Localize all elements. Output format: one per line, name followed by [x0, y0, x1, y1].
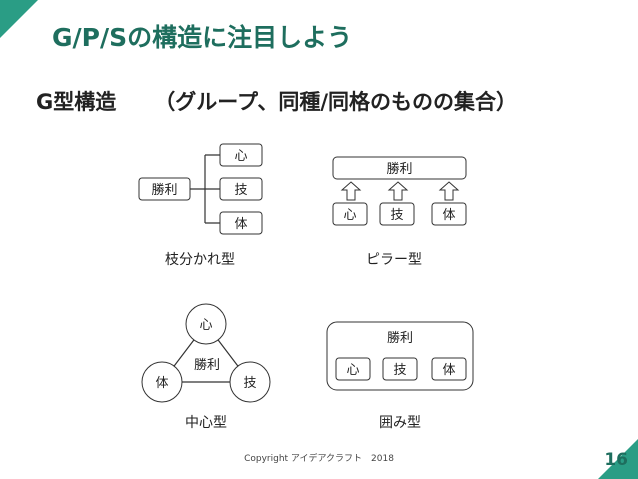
- up-arrow-icon: [387, 181, 409, 201]
- branch-child-label: 技: [234, 183, 247, 198]
- pillar-top-box: [332, 156, 467, 180]
- enclosure-item-box: [431, 357, 467, 381]
- branch-root-label: 勝利: [151, 183, 177, 198]
- enclosure-diagram: 勝利 心 技 体 囲み型: [326, 321, 474, 431]
- pillar-diagram: 勝利 心 技 体 ピラー型: [332, 156, 467, 268]
- branch-connector: [190, 154, 220, 224]
- enclosure-caption: 囲み型: [379, 415, 421, 431]
- enclosure-item-label: 技: [393, 363, 406, 378]
- center-node: [229, 361, 271, 403]
- pillar-top-label: 勝利: [386, 162, 412, 177]
- center-node: [185, 303, 227, 345]
- center-node-label: 体: [155, 376, 168, 391]
- footer-copyright: Copyright アイデアクラフト 2018: [244, 454, 394, 464]
- center-label: 勝利: [194, 358, 220, 373]
- corner-decoration-top-left: [0, 0, 38, 38]
- center-node-label: 技: [243, 376, 256, 391]
- branch-child-box: [219, 143, 263, 167]
- branch-diagram: 勝利 心 技 体 枝分かれ型: [138, 143, 263, 268]
- pillar-box: [379, 202, 415, 226]
- enclosure-item-label: 体: [442, 363, 455, 378]
- enclosure-item-label: 心: [346, 363, 359, 378]
- up-arrow-icon: [340, 181, 362, 201]
- enclosure-label: 勝利: [387, 331, 413, 346]
- slide-title: G/P/Sの構造に注目しよう: [52, 23, 353, 52]
- center-diagram: 勝利 心 体 技 中心型: [141, 303, 271, 431]
- enclosure-item-box: [382, 357, 418, 381]
- pillar-label: 体: [442, 208, 455, 223]
- up-arrow-icon: [438, 181, 460, 201]
- branch-caption: 枝分かれ型: [165, 252, 235, 268]
- branch-child-label: 心: [234, 149, 247, 164]
- branch-child-box: [219, 177, 263, 201]
- pillar-box: [332, 202, 368, 226]
- slide-subtitle: G型構造 （グループ、同種/同格のものの集合）: [36, 86, 517, 116]
- center-node-label: 心: [199, 318, 212, 333]
- pillar-caption: ピラー型: [366, 252, 422, 268]
- corner-decoration-bottom-right: [598, 439, 638, 479]
- center-triangle-lines: [160, 323, 252, 383]
- subtitle-main: G型構造: [36, 90, 117, 114]
- center-node: [141, 361, 183, 403]
- page-number: 16: [604, 450, 628, 470]
- pillar-label: 心: [343, 208, 356, 223]
- center-caption: 中心型: [185, 415, 227, 431]
- pillar-box: [431, 202, 467, 226]
- enclosure-item-box: [335, 357, 371, 381]
- branch-child-box: [219, 211, 263, 235]
- pillar-label: 技: [390, 208, 403, 223]
- branch-child-label: 体: [234, 217, 247, 232]
- branch-root-box: [138, 177, 191, 201]
- subtitle-paren: （グループ、同種/同格のものの集合）: [154, 90, 518, 114]
